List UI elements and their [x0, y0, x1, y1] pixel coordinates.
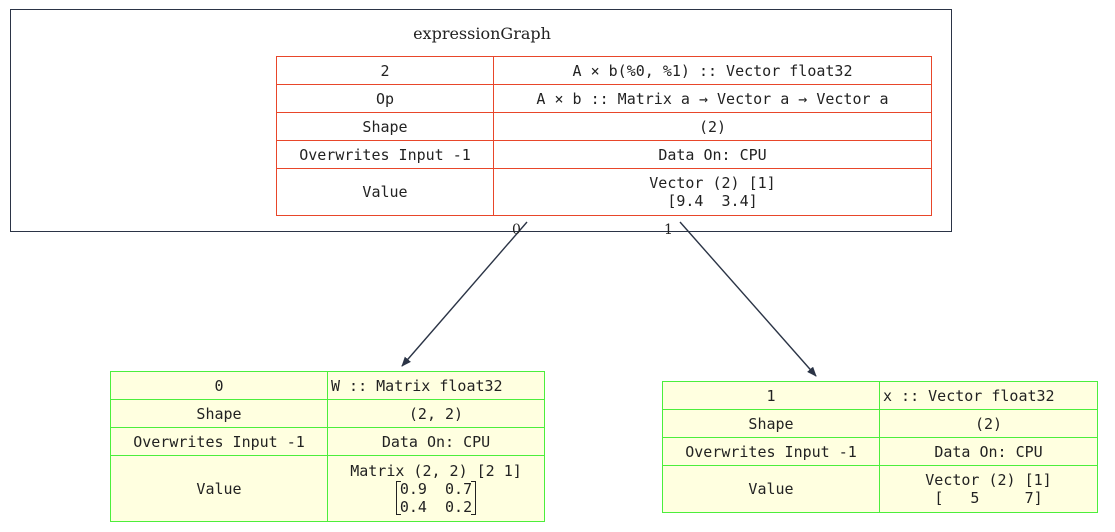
node-root-value-line2: [9.4 3.4]: [667, 192, 758, 210]
node-w-value-line1: Matrix (2, 2) [2 1]: [350, 461, 522, 480]
node-x-value-label: Value: [662, 465, 880, 513]
graph-title: expressionGraph: [413, 24, 551, 43]
node-x-id: 1: [662, 381, 880, 410]
node-root-shape-value: (2): [493, 112, 932, 141]
edge-0-line: [401, 221, 528, 367]
node-x-overwrites-label: Overwrites Input -1: [662, 437, 880, 466]
edge-label-1: 1: [664, 222, 673, 238]
node-root-expr: A × b(%0, %1) :: Vector float32: [493, 56, 932, 85]
node-w-value: Matrix (2, 2) [2 1] 0.9 0.7 0.4 0.2: [327, 455, 545, 522]
node-x-value-line2: [ 5 7]: [934, 489, 1043, 507]
node-root-data-on: Data On: CPU: [493, 140, 932, 169]
node-w-value-label: Value: [110, 455, 328, 522]
node-root-shape-label: Shape: [276, 112, 494, 141]
node-x-value: Vector (2) [1] [ 5 7]: [879, 465, 1098, 513]
node-w-shape-value: (2, 2): [327, 399, 545, 428]
graph-cluster: expressionGraph: [10, 9, 952, 232]
node-w-matrix-row1: 0.9 0.7: [399, 479, 473, 498]
edge-1-line: [679, 221, 817, 377]
edge-label-0: 0: [512, 222, 521, 238]
node-w-shape-label: Shape: [110, 399, 328, 428]
node-x[interactable]: 1 x :: Vector float32 Shape (2) Overwrit…: [662, 381, 1098, 513]
node-x-value-line1: Vector (2) [1]: [925, 471, 1052, 489]
node-w-expr: W :: Matrix float32: [327, 371, 545, 400]
node-root-value: Vector (2) [1] [9.4 3.4]: [493, 168, 932, 216]
node-w-matrix: 0.9 0.7 0.4 0.2: [395, 479, 477, 516]
node-root-op-value: A × b :: Matrix a → Vector a → Vector a: [493, 84, 932, 113]
node-root-value-line1: Vector (2) [1]: [649, 174, 776, 192]
node-root-id: 2: [276, 56, 494, 85]
node-x-data-on: Data On: CPU: [879, 437, 1098, 466]
node-root-value-label: Value: [276, 168, 494, 216]
node-root-op-label: Op: [276, 84, 494, 113]
node-w-matrix-row2: 0.4 0.2: [399, 497, 473, 516]
node-x-shape-label: Shape: [662, 409, 880, 438]
node-w[interactable]: 0 W :: Matrix float32 Shape (2, 2) Overw…: [110, 371, 545, 522]
node-root[interactable]: 2 A × b(%0, %1) :: Vector float32 Op A ×…: [276, 56, 932, 216]
node-x-expr: x :: Vector float32: [879, 381, 1098, 410]
node-w-data-on: Data On: CPU: [327, 427, 545, 456]
node-w-overwrites-label: Overwrites Input -1: [110, 427, 328, 456]
node-x-shape-value: (2): [879, 409, 1098, 438]
node-w-id: 0: [110, 371, 328, 400]
matrix-right-bracket: [471, 480, 477, 515]
node-root-overwrites-label: Overwrites Input -1: [276, 140, 494, 169]
matrix-left-bracket: [395, 480, 401, 515]
